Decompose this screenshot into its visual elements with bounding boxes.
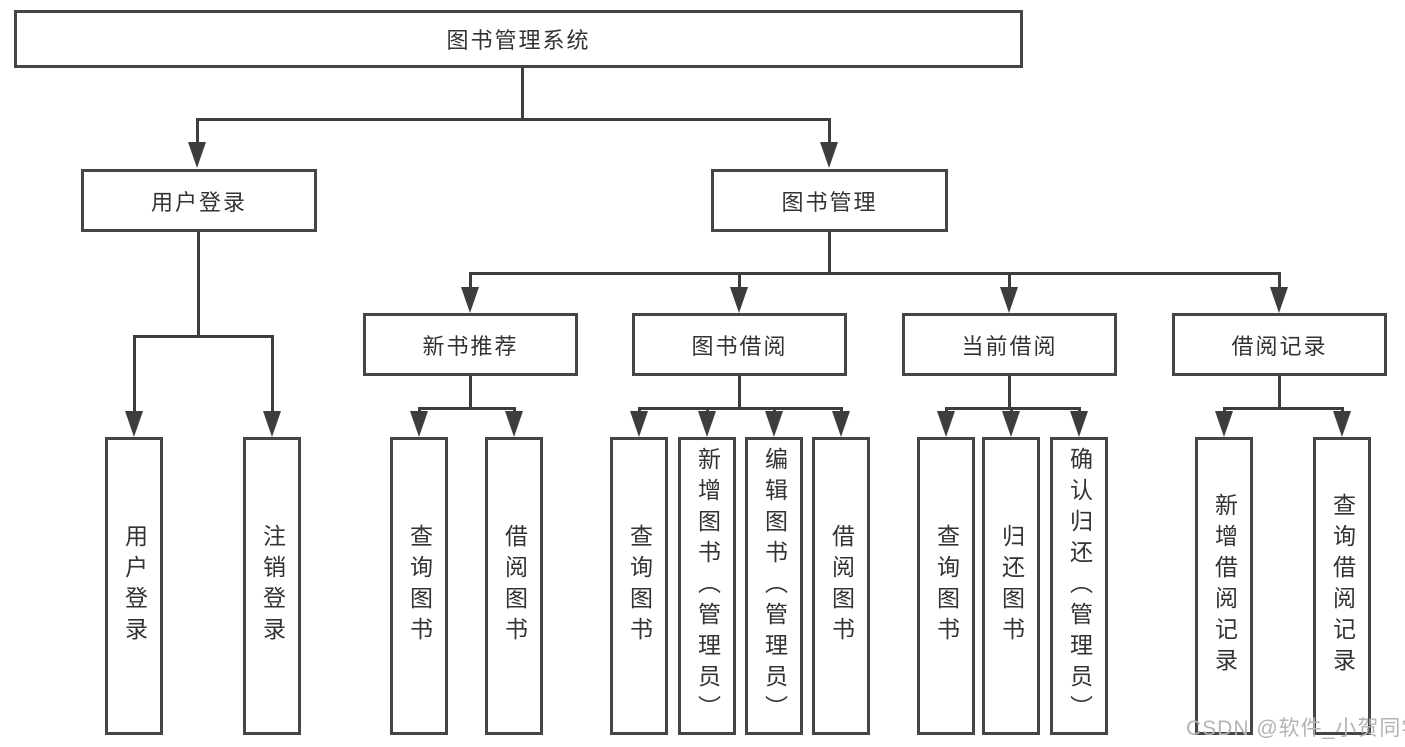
node-library-system: 图书管理系统 (14, 10, 1023, 68)
connector-borrowrecord-drop (1278, 272, 1281, 289)
leaf-logout: 注销登录 (243, 437, 301, 735)
connector-leaf-userlogin-drop (133, 335, 136, 413)
connector-bookborrow-stem (738, 376, 741, 410)
connector-newbook-drop (469, 272, 472, 289)
arrowhead-newbook-query (410, 411, 428, 437)
connector-borrowrecord-leaf1-drop (1223, 407, 1226, 414)
connector-root-stem (521, 68, 524, 121)
arrowhead-bookmgmt (820, 142, 838, 168)
leaf-user-login: 用户登录 (105, 437, 163, 735)
node-new-book-recommend: 新书推荐 (363, 313, 578, 376)
leaf-newbook-borrow-books: 借阅图书 (485, 437, 543, 735)
arrowhead-newbook (461, 287, 479, 313)
arrowhead-currentborrow-query (937, 411, 955, 437)
connector-newbook-leaf2-drop (513, 407, 516, 414)
arrowhead-borrowrecord-add (1215, 411, 1233, 437)
connector-leaf-logout-drop (271, 335, 274, 413)
arrowhead-bookborrow-edit (765, 411, 783, 437)
connector-borrowrecord-bus (1223, 407, 1344, 410)
arrowhead-currentborrow-return (1002, 411, 1020, 437)
arrowhead-newbook-borrow (505, 411, 523, 437)
arrowhead-bookborrow-add (698, 411, 716, 437)
connector-newbook-stem (469, 376, 472, 410)
arrowhead-bookborrow-query (630, 411, 648, 437)
leaf-records-add-record: 新增借阅记录 (1195, 437, 1253, 735)
connector-borrowrecord-leaf2-drop (1341, 407, 1344, 414)
leaf-records-query-record: 查询借阅记录 (1313, 437, 1371, 735)
node-current-borrowing: 当前借阅 (902, 313, 1117, 376)
leaf-current-confirm-return-admin: 确认归还（管理员） (1050, 437, 1108, 735)
node-borrowing-records: 借阅记录 (1172, 313, 1387, 376)
arrowhead-bookborrow (730, 287, 748, 313)
connector-bookmgmt-drop (828, 118, 831, 145)
leaf-borrow-edit-books-admin: 编辑图书（管理员） (745, 437, 803, 735)
node-book-borrowing: 图书借阅 (632, 313, 847, 376)
connector-bookborrow-leaf2-drop (706, 407, 709, 414)
connector-bookborrow-leaf1-drop (638, 407, 641, 414)
leaf-borrow-query-books: 查询图书 (610, 437, 668, 735)
connector-userlogin-stem (197, 232, 200, 338)
arrowhead-borrowrecord (1270, 287, 1288, 313)
connector-level2-bus (469, 272, 1281, 275)
connector-borrowrecord-stem (1278, 376, 1281, 410)
connector-currentborrow-leaf2-drop (1010, 407, 1013, 414)
connector-newbook-leaf1-drop (418, 407, 421, 414)
connector-newbook-bus (418, 407, 516, 410)
connector-bookborrow-leaf4-drop (840, 407, 843, 414)
connector-userlogin-drop (196, 118, 199, 145)
connector-bookborrow-drop (738, 272, 741, 289)
arrowhead-currentborrow (1000, 287, 1018, 313)
connector-currentborrow-drop (1008, 272, 1011, 289)
connector-bookmgmt-stem (828, 232, 831, 275)
connector-bookborrow-bus (638, 407, 843, 410)
leaf-current-query-books: 查询图书 (917, 437, 975, 735)
connector-userlogin-bus (133, 335, 274, 338)
arrowhead-currentborrow-confirm (1070, 411, 1088, 437)
leaf-current-return-books: 归还图书 (982, 437, 1040, 735)
connector-currentborrow-leaf3-drop (1078, 407, 1081, 414)
leaf-newbook-query-books: 查询图书 (390, 437, 448, 735)
connector-level1-bus (196, 118, 831, 121)
leaf-borrow-add-books-admin: 新增图书（管理员） (678, 437, 736, 735)
node-user-login-branch: 用户登录 (81, 169, 317, 232)
csdn-watermark: CSDN @软件_小贺同学 (1186, 717, 1405, 740)
connector-currentborrow-leaf1-drop (945, 407, 948, 414)
connector-currentborrow-stem (1008, 376, 1011, 410)
arrowhead-leaf-logout (263, 411, 281, 437)
node-book-management: 图书管理 (711, 169, 948, 232)
connector-bookborrow-leaf3-drop (773, 407, 776, 414)
connector-currentborrow-bus (945, 407, 1081, 410)
arrowhead-bookborrow-borrow (832, 411, 850, 437)
leaf-borrow-borrow-books: 借阅图书 (812, 437, 870, 735)
arrowhead-userlogin (188, 142, 206, 168)
arrowhead-leaf-userlogin (125, 411, 143, 437)
arrowhead-borrowrecord-query (1333, 411, 1351, 437)
